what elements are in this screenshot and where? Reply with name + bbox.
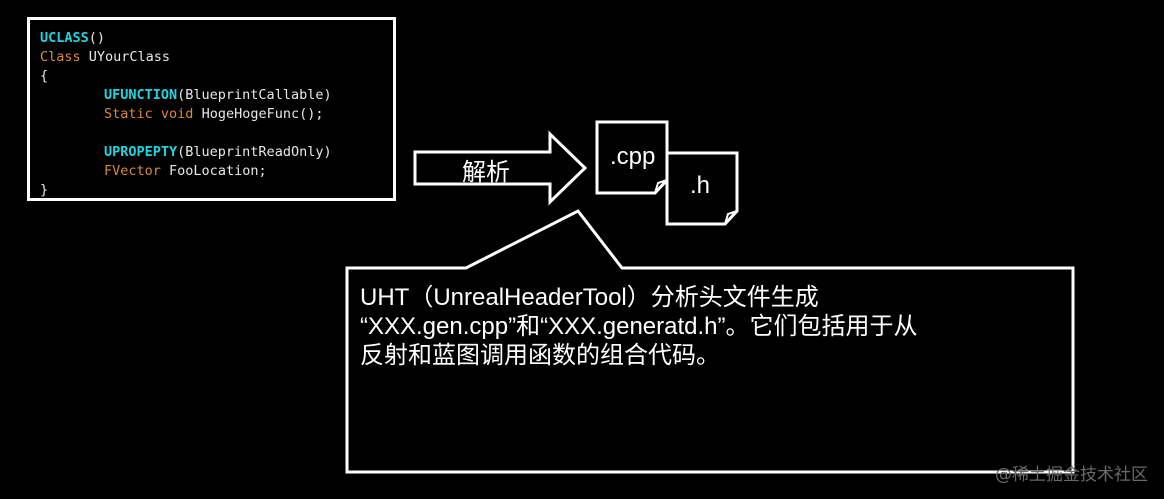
variable-name: FooLocation;	[169, 163, 267, 179]
uclass-args: ()	[88, 30, 106, 46]
callout-line-1: UHT（UnrealHeaderTool）分析头文件生成	[360, 284, 819, 311]
class-name: UYourClass	[88, 49, 171, 65]
code-line-uclass: UCLASS()	[40, 29, 393, 48]
uproperty-args: (BlueprintReadOnly)	[177, 144, 332, 160]
function-name: HogeHogeFunc();	[201, 106, 324, 122]
cpp-file-icon	[595, 120, 669, 195]
open-brace: {	[40, 68, 49, 84]
cpp-file-label: .cpp	[610, 143, 656, 170]
uclass-macro: UCLASS	[40, 30, 89, 46]
close-brace: }	[40, 182, 49, 198]
parse-arrow	[413, 130, 588, 206]
callout-line-3: 反射和蓝图调用函数的组合代码。	[360, 342, 720, 369]
void-keyword: void	[160, 106, 194, 122]
code-line-property-decl: FVector FooLocation;	[40, 162, 393, 181]
callout-text: UHT（UnrealHeaderTool）分析头文件生成 “XXX.gen.cp…	[360, 283, 1060, 370]
code-line-open-brace: {	[40, 67, 393, 86]
ufunction-macro: UFUNCTION	[104, 87, 178, 103]
header-file-icon	[665, 151, 739, 226]
watermark: @稀土掘金技术社区	[995, 465, 1148, 485]
static-keyword: Static	[104, 106, 153, 122]
class-keyword: Class	[40, 49, 81, 65]
code-line-function-decl: Static void HogeHogeFunc();	[40, 105, 393, 124]
callout-box	[345, 209, 1075, 474]
ufunction-args: (BlueprintCallable)	[177, 87, 332, 103]
parse-arrow-label: 解析	[462, 158, 510, 186]
code-line-close-brace: }	[40, 181, 393, 200]
uproperty-macro: UPROPEPTY	[104, 144, 178, 160]
code-line-ufunction: UFUNCTION(BlueprintCallable)	[40, 86, 393, 105]
code-line-class: Class UYourClass	[40, 48, 393, 67]
type-name: FVector	[104, 163, 161, 179]
header-file-label: .h	[690, 172, 711, 199]
code-line-uproperty: UPROPEPTY(BlueprintReadOnly)	[40, 143, 393, 162]
code-box: UCLASS() Class UYourClass { UFUNCTION(Bl…	[27, 17, 396, 201]
callout-line-2: “XXX.gen.cpp”和“XXX.generatd.h”。它们包括用于从	[360, 313, 918, 340]
